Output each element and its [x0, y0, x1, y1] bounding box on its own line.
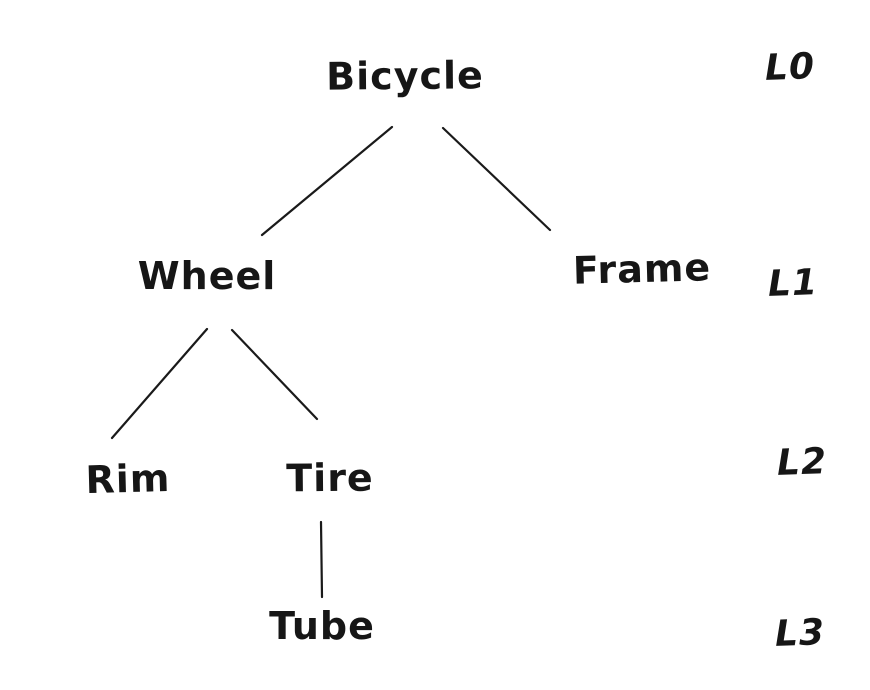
node-tire: Tire	[286, 455, 374, 501]
edge-tire-tube	[319, 520, 324, 599]
node-tube: Tube	[269, 604, 375, 648]
level-label-l2: L2	[776, 441, 828, 484]
node-bicycle: Bicycle	[325, 53, 484, 99]
node-wheel: Wheel	[137, 254, 277, 298]
edge-wheel-tire	[230, 328, 319, 421]
edge-bicycle-frame	[441, 126, 552, 232]
level-label-l0: L0	[764, 46, 816, 89]
edge-wheel-rim	[110, 327, 209, 440]
level-label-l3: L3	[774, 612, 826, 655]
level-label-l1: L1	[767, 262, 819, 305]
node-frame: Frame	[572, 245, 712, 293]
edge-bicycle-wheel	[260, 125, 394, 237]
node-rim: Rim	[84, 455, 171, 503]
